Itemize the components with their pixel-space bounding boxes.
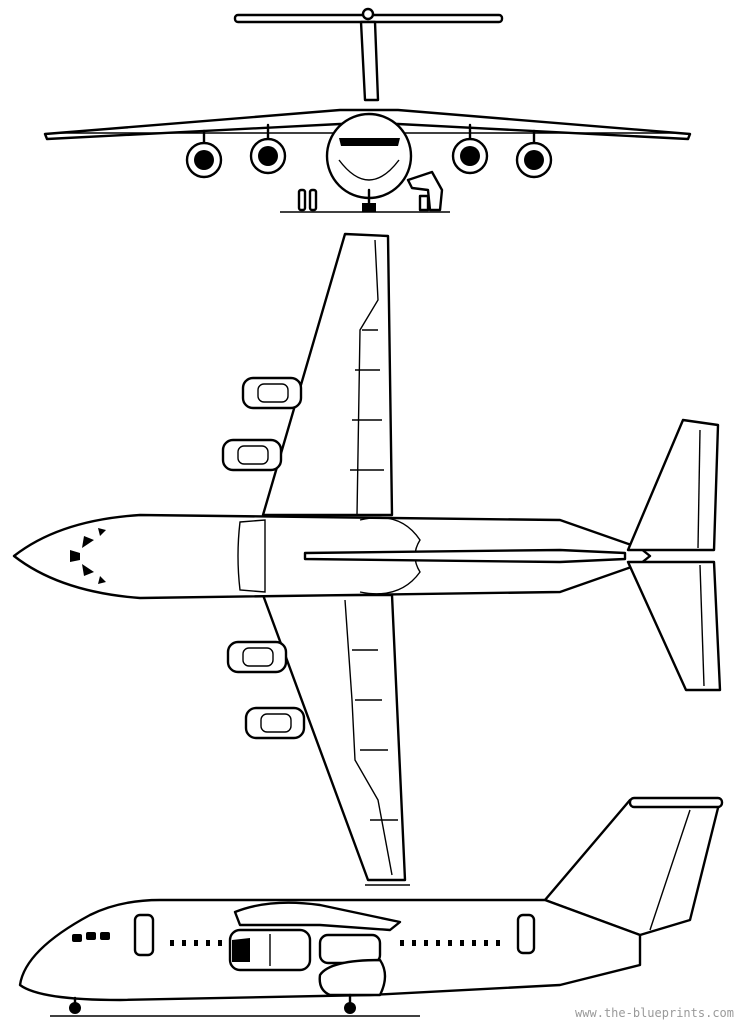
front-view: [43, 7, 692, 213]
top-view: [12, 232, 722, 886]
watermark-text: www.the-blueprints.com: [575, 1006, 734, 1020]
side-t-tail: [628, 796, 724, 809]
side-gear-pod: [318, 958, 387, 997]
top-engine-1: [241, 376, 303, 410]
side-wing: [233, 901, 402, 932]
front-engine-outer-left: [185, 129, 223, 179]
side-rear-door: [516, 913, 536, 955]
front-fin-cap: [361, 7, 375, 21]
top-engine-4: [244, 706, 306, 740]
front-windshield: [339, 138, 400, 146]
front-engine-outer-right: [515, 129, 553, 179]
side-rudder: [649, 809, 691, 931]
front-nose-gear: [362, 188, 376, 212]
top-dorsal-spine: [303, 548, 627, 564]
front-fuselage: [325, 112, 413, 200]
front-airstair: [406, 170, 444, 212]
top-tailplane-lower: [626, 560, 722, 692]
top-wing-upper: [261, 232, 394, 517]
side-nose-gear: [69, 996, 81, 1014]
top-engine-2: [221, 438, 283, 472]
side-cockpit-windows: [72, 932, 110, 942]
front-radome: [338, 159, 400, 181]
side-main-gear: [344, 993, 356, 1014]
top-wing-lower-flaps: [344, 599, 398, 876]
side-front-door: [133, 913, 155, 957]
front-main-gear-left: [297, 188, 318, 212]
top-engine-3: [226, 640, 288, 674]
side-passenger-windows: [170, 940, 500, 946]
side-engine-near: [228, 928, 312, 972]
side-engine-far: [318, 933, 382, 965]
top-cockpit-windows: [70, 528, 106, 584]
top-tailplane-lower-elevator: [699, 564, 705, 687]
front-engine-inner-right: [451, 123, 489, 175]
top-tailplane-upper: [626, 418, 720, 552]
top-tailplane-upper-elevator: [697, 429, 701, 549]
front-engine-inner-left: [249, 123, 287, 175]
side-view: [18, 796, 724, 1017]
top-wing-upper-flaps: [350, 239, 384, 516]
front-fin: [359, 20, 380, 102]
